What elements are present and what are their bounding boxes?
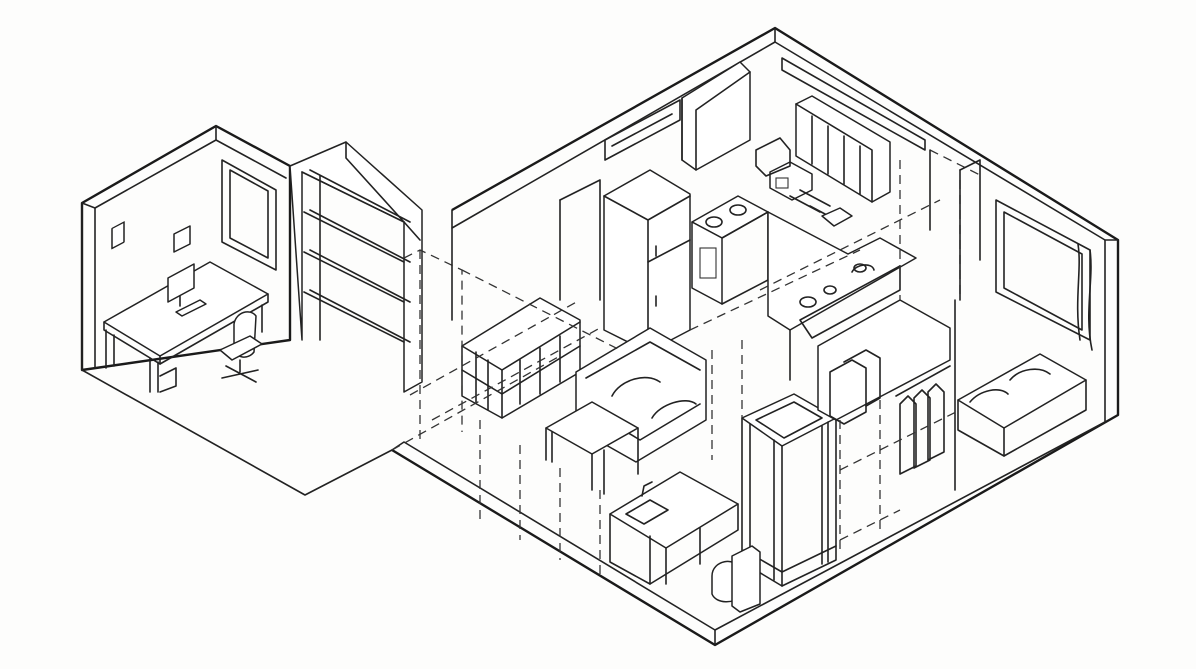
wall-frame-2 <box>173 225 191 253</box>
office-window <box>221 159 277 271</box>
partitions <box>403 149 981 321</box>
shelf-jars <box>755 137 791 177</box>
living-room <box>461 297 707 495</box>
office-room <box>103 159 277 393</box>
wall-frame <box>111 221 125 250</box>
curtain <box>1076 243 1093 351</box>
office-chair-icon <box>219 311 263 383</box>
upper-cabinets <box>795 95 891 203</box>
hidden-lines <box>391 149 981 580</box>
wardrobe <box>817 299 956 491</box>
monitor-icon <box>167 263 207 317</box>
vanity-sink <box>609 471 739 585</box>
kitchen-counter <box>767 189 917 381</box>
coffee-table <box>545 401 639 495</box>
box <box>829 359 867 425</box>
bedroom-window <box>995 199 1091 341</box>
toilet-icon <box>711 545 761 613</box>
microwave-icon <box>769 161 813 201</box>
bookshelf <box>289 141 423 393</box>
kitchen-window-left <box>604 99 681 161</box>
bedroom <box>957 199 1093 457</box>
kitchen <box>603 57 926 381</box>
bed <box>957 353 1087 457</box>
hanging-clothes <box>899 383 945 475</box>
kitchen-window-right <box>781 57 926 151</box>
range-hood <box>681 61 751 171</box>
stove <box>691 195 769 305</box>
bathroom <box>609 393 837 613</box>
refrigerator <box>603 169 691 353</box>
storage-cabinets <box>461 297 581 419</box>
counter-front <box>799 265 901 339</box>
